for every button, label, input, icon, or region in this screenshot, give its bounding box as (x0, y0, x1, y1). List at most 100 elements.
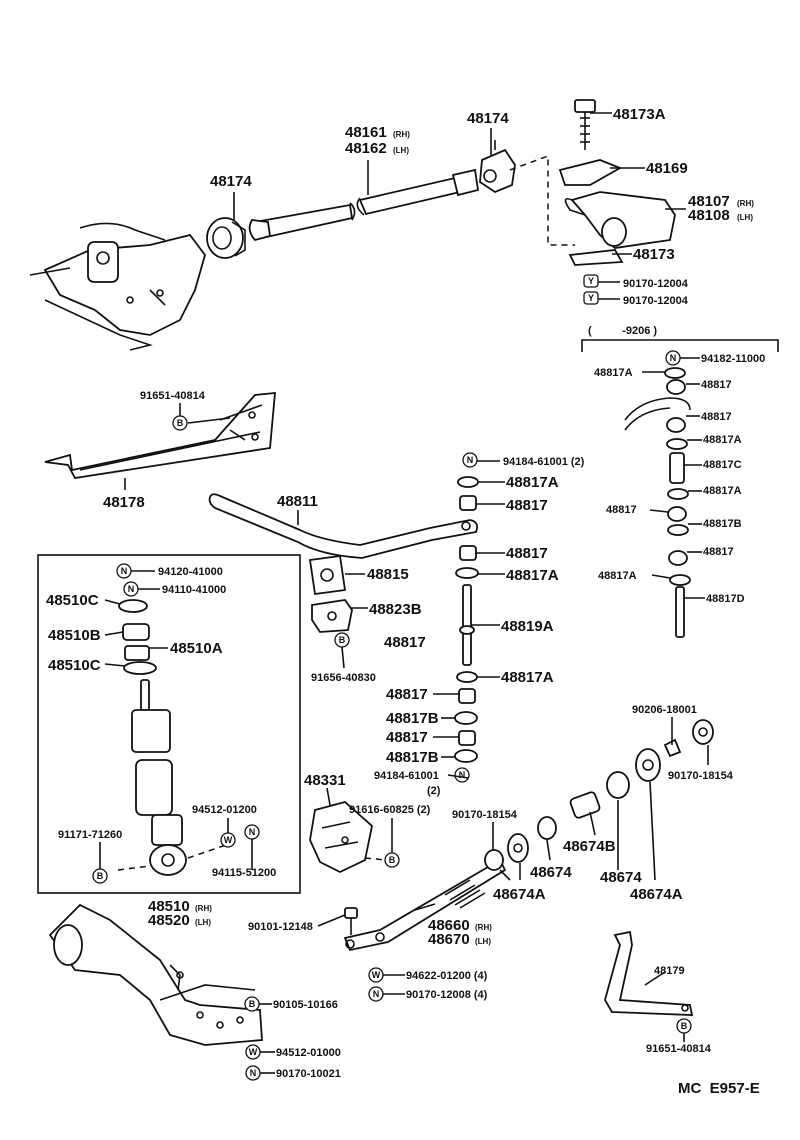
svg-text:(LH): (LH) (195, 918, 211, 927)
label-c48817A-1: 48817A (506, 474, 559, 491)
nut-90170-b: Y (583, 291, 599, 305)
label-48178: 48178 (103, 494, 145, 511)
strut-bushings (484, 719, 714, 871)
label-48173: 48173 (633, 246, 675, 263)
label-c48817B-2: 48817B (386, 749, 439, 766)
label-r48817-4: 48817 (703, 546, 734, 558)
label-94184-61001-top: 94184-61001 (2) (503, 456, 585, 468)
shock-absorber-48510: N N B W N (92, 563, 260, 884)
svg-text:N: N (467, 455, 474, 465)
label-48174-left: 48174 (210, 173, 252, 190)
label-48179: 48179 (654, 965, 685, 977)
right-link-stack: N (624, 350, 691, 638)
label-c48817-4: 48817 (386, 729, 428, 746)
label-90170-18154-a: 90170-18154 (452, 809, 518, 821)
label-48674-1: 48674 (530, 864, 572, 881)
label-48510B: 48510B (48, 627, 101, 644)
label-r48817D: 48817D (706, 593, 745, 605)
label-94512-01200: 94512-01200 (192, 804, 257, 816)
arm-assembly-48107 (558, 99, 676, 266)
label-48674A-1: 48674A (493, 886, 546, 903)
label-48331: 48331 (304, 772, 346, 789)
label-90170-12004-b: 90170-12004 (623, 295, 689, 307)
label-48510C-2: 48510C (48, 657, 101, 674)
svg-text:(RH): (RH) (393, 130, 410, 139)
label-r48817A-3: 48817A (703, 485, 742, 497)
label-48174-top: 48174 (467, 110, 509, 127)
svg-text:B: B (389, 855, 396, 865)
label-91616-60825: 91616-60825 (2) (349, 804, 431, 816)
svg-text:N: N (373, 989, 380, 999)
svg-text:(RH): (RH) (475, 923, 492, 932)
nut-90170-a: Y (583, 274, 599, 288)
label-r48817-1: 48817 (701, 379, 732, 391)
label-c48819A: 48819A (501, 618, 554, 635)
label-94110-41000: 94110-41000 (162, 584, 226, 596)
svg-text:N: N (250, 1068, 257, 1078)
label-48162: 48162 (345, 140, 387, 157)
label-48670: 48670 (428, 931, 470, 948)
svg-text:(RH): (RH) (195, 904, 212, 913)
label-90206-18001: 90206-18001 (632, 704, 697, 716)
label-r48817A-2: 48817A (703, 434, 742, 446)
svg-text:N: N (249, 827, 256, 837)
svg-text:B: B (249, 999, 256, 1009)
svg-text:B: B (681, 1021, 688, 1031)
label-90170-12008: 90170-12008 (4) (406, 989, 488, 1001)
svg-text:W: W (224, 835, 233, 845)
label-c48817-2: 48817 (506, 545, 548, 562)
svg-text:N: N (128, 584, 135, 594)
svg-text:B: B (177, 418, 184, 428)
svg-text:Y: Y (588, 293, 594, 303)
label-90170-12004-a: 90170-12004 (623, 278, 689, 290)
label-range: ( -9206 ) (588, 325, 657, 337)
frame-bracket-top-left (29, 222, 206, 351)
label-48817-mid: 48817 (384, 634, 426, 651)
label-r48817B-1: 48817B (703, 518, 742, 530)
figure-code: MC E957-E (678, 1080, 760, 1097)
label-r48817-2: 48817 (701, 411, 732, 423)
label-48815: 48815 (367, 566, 409, 583)
label-48510: 48510 (148, 898, 190, 915)
svg-text:W: W (372, 970, 381, 980)
label-48173A: 48173A (613, 106, 666, 123)
part-labels: 48161 (RH) 48162 (LH) 48174 48174 48173A… (46, 106, 765, 1097)
label-48674-2: 48674 (600, 869, 642, 886)
label-94120-41000: 94120-41000 (158, 566, 223, 578)
svg-text:Y: Y (588, 276, 594, 286)
bracket-48179: B (604, 930, 694, 1034)
leader-lines (104, 112, 709, 1074)
label-91656-40830: 91656-40830 (311, 672, 376, 684)
label-r48817C: 48817C (703, 459, 742, 471)
label-90101-12148: 90101-12148 (248, 921, 313, 933)
label-48811: 48811 (277, 493, 318, 510)
label-48520: 48520 (148, 912, 190, 929)
label-c48817A-3: 48817A (501, 669, 554, 686)
label-48674B: 48674B (563, 838, 616, 855)
svg-text:(RH): (RH) (737, 199, 754, 208)
range-bracket (581, 339, 779, 352)
label-r48817A-1: 48817A (594, 367, 633, 379)
label-94115-51200: 94115-51200 (212, 867, 276, 879)
bracket-48823B: B (311, 599, 353, 669)
label-48169: 48169 (646, 160, 688, 177)
label-48823B: 48823B (369, 601, 422, 618)
label-c48817A-2: 48817A (506, 567, 559, 584)
label-48674A-2: 48674A (630, 886, 683, 903)
label-48108: 48108 (688, 207, 730, 224)
shock-absorber-box (37, 554, 301, 894)
label-c48817B-1: 48817B (386, 710, 439, 727)
label-qty2: (2) (427, 785, 441, 797)
label-94622-01200: 94622-01200 (4) (406, 970, 488, 982)
label-48510A: 48510A (170, 640, 223, 657)
svg-text:W: W (249, 1047, 258, 1057)
label-90105-10166: 90105-10166 (273, 999, 338, 1011)
svg-text:(LH): (LH) (475, 937, 491, 946)
svg-text:(LH): (LH) (737, 213, 753, 222)
label-91171-71260: 91171-71260 (58, 829, 122, 841)
label-48107: 48107 (688, 193, 730, 210)
center-link-stack: N N (454, 452, 479, 783)
svg-text:N: N (121, 566, 128, 576)
svg-text:N: N (670, 353, 677, 363)
